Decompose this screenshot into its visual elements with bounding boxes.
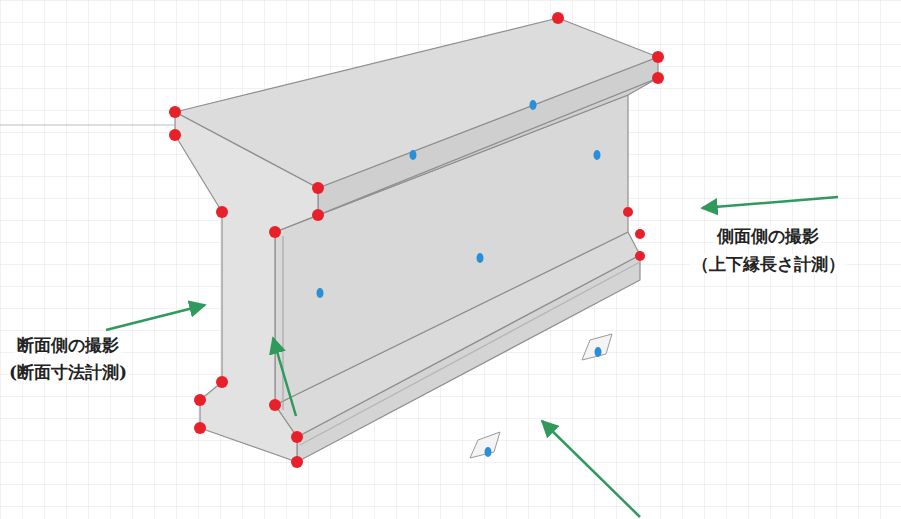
i-girder [175,18,658,462]
target-points [317,100,602,457]
camera-arrows [106,197,838,517]
photo-label: 側面側の撮影 [715,226,821,246]
photo-label: （上下縁長さ計測） [690,254,847,274]
reference-line [0,125,175,126]
ground-targets [470,334,612,458]
photo-label: (断面寸法計測) [7,362,129,382]
corner-points [169,12,664,468]
photo-label: 断面側の撮影 [15,335,121,355]
